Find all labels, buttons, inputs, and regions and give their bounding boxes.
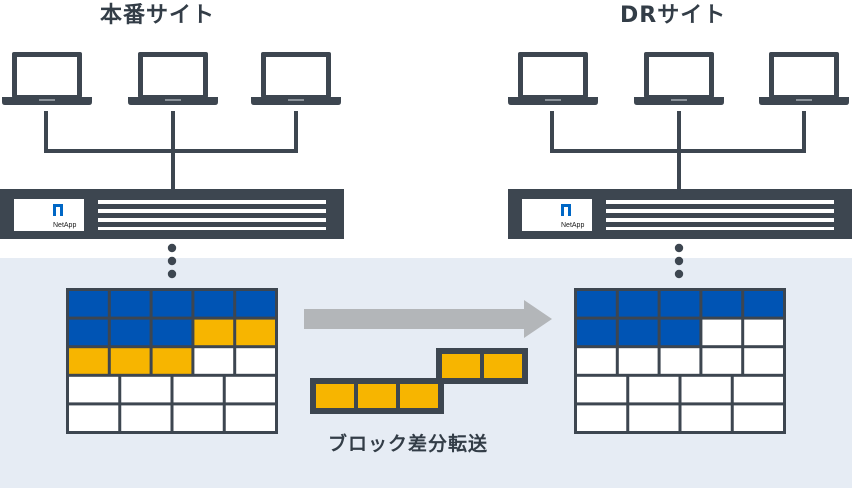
table-cell [618, 319, 658, 346]
connection-dots [674, 243, 684, 279]
table-cell [236, 291, 275, 317]
table-cell [152, 319, 192, 346]
table-cell [69, 291, 108, 317]
netapp-logo-text: NetApp [561, 222, 584, 229]
table-cell [110, 291, 150, 317]
table-cell [69, 319, 108, 346]
changed-block [442, 354, 480, 378]
table-cell [173, 405, 223, 431]
table-cell [660, 348, 700, 374]
table-cell [236, 319, 275, 346]
changed-block [400, 384, 438, 408]
table-cell [121, 376, 171, 403]
table-cell [660, 319, 700, 346]
laptop-icon [634, 52, 724, 105]
table-cell [577, 291, 616, 317]
table-cell [733, 376, 783, 403]
table-cell [194, 348, 234, 374]
laptop-icon [251, 52, 341, 105]
table-cell [744, 291, 783, 317]
table-cell [69, 348, 108, 374]
table-cell [629, 376, 679, 403]
table-cell [744, 348, 783, 374]
table-cell [152, 291, 192, 317]
table-cell [681, 376, 731, 403]
laptop-icon [128, 52, 218, 105]
table-cell [236, 348, 275, 374]
table-cell [225, 405, 275, 431]
dr-network-lines [550, 111, 806, 190]
table-cell [681, 405, 731, 431]
table-cell [618, 291, 658, 317]
table-cell [173, 376, 223, 403]
table-cell [660, 291, 700, 317]
table-cell [121, 405, 171, 431]
table-cell [618, 348, 658, 374]
table-cell [577, 376, 627, 403]
data-table-icon [66, 288, 278, 434]
table-cell [225, 376, 275, 403]
table-cell [702, 291, 742, 317]
table-cell [577, 405, 627, 431]
laptop-icon [2, 52, 92, 105]
production-site-title: 本番サイト [100, 3, 216, 28]
netapp-storage-icon: NetApp [508, 189, 852, 239]
table-cell [577, 348, 616, 374]
changed-block [316, 384, 354, 408]
table-cell [110, 348, 150, 374]
table-cell [69, 376, 119, 403]
table-cell [194, 291, 234, 317]
table-cell [152, 348, 192, 374]
table-cell [744, 319, 783, 346]
table-cell [702, 348, 742, 374]
table-cell [702, 319, 742, 346]
changed-block [484, 354, 522, 378]
table-cell [69, 405, 119, 431]
laptop-icon [759, 52, 849, 105]
table-cell [577, 319, 616, 346]
table-cell [629, 405, 679, 431]
laptop-icon [508, 52, 598, 105]
dr-site-title: DRサイト [620, 3, 727, 28]
connection-dots [167, 243, 177, 279]
table-cell [733, 405, 783, 431]
netapp-logo-text: NetApp [53, 222, 76, 229]
production-network-lines [44, 111, 298, 190]
table-cell [110, 319, 150, 346]
table-cell [194, 319, 234, 346]
changed-block [358, 384, 396, 408]
changed-blocks [310, 348, 528, 414]
netapp-storage-icon: NetApp [0, 189, 344, 239]
data-table-icon [574, 288, 786, 434]
transfer-arrow-icon [304, 300, 552, 338]
transfer-caption: ブロック差分転送 [328, 433, 489, 455]
